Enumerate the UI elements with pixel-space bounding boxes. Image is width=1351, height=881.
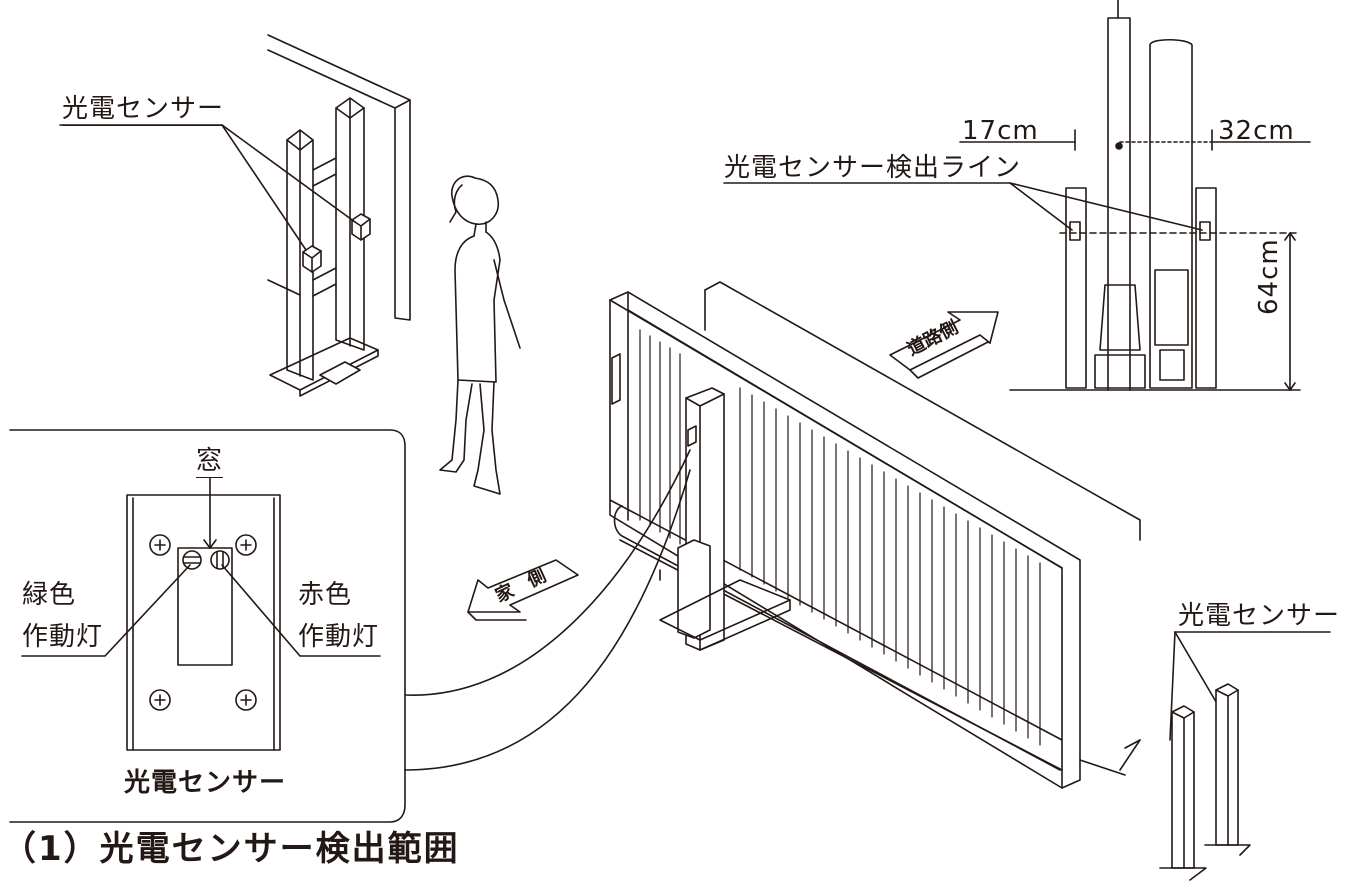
green-lamp-label-line2: 作動灯 (22, 622, 104, 652)
green-lamp-label-line1: 緑色 (22, 580, 77, 610)
red-lamp-label-line1: 赤色 (298, 580, 353, 610)
dimension-32cm: 32cm (1218, 116, 1295, 146)
house-side-arrow (467, 559, 579, 621)
sliding-gate-illustration (404, 281, 1141, 789)
standalone-posts-illustration (1159, 631, 1331, 881)
sensor-detail-caption: 光電センサー (124, 768, 287, 798)
red-lamp-label-line2: 作動灯 (298, 622, 380, 652)
elevation-view-illustration (723, 0, 1311, 391)
detection-line-label: 光電センサー検出ライン (724, 153, 1022, 183)
person-illustration (439, 175, 521, 495)
road-side-arrow (889, 311, 999, 379)
figure-title: （1）光電センサー検出範囲 (2, 829, 460, 869)
dimension-64cm: 64cm (1254, 238, 1284, 315)
dimension-17cm: 17cm (962, 116, 1039, 146)
sensor-label-top-left: 光電センサー (62, 94, 225, 126)
sensor-label-bottom-right: 光電センサー (1178, 601, 1341, 631)
sensor-detail-panel (9, 429, 406, 823)
post-with-sensors-illustration (59, 34, 411, 397)
window-label: 窓 (196, 446, 224, 478)
